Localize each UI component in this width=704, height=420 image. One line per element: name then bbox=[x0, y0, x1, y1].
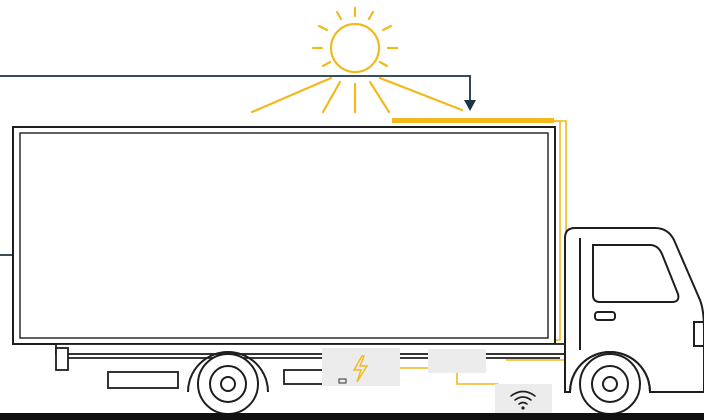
sun-long-rays bbox=[252, 78, 462, 112]
sun-icon bbox=[252, 8, 462, 112]
arrowhead-solar bbox=[464, 100, 476, 111]
controller-module bbox=[428, 349, 486, 373]
sun-short-rays bbox=[313, 8, 397, 66]
sun-disc bbox=[331, 24, 379, 72]
cargo-box bbox=[13, 127, 555, 344]
chassis-rail bbox=[56, 344, 568, 354]
rear-step bbox=[108, 372, 178, 388]
battery-module bbox=[322, 348, 400, 386]
wheel-rear bbox=[188, 352, 268, 414]
mid-skirt bbox=[284, 370, 326, 384]
callout-arrow-solar bbox=[0, 76, 476, 111]
truck-chassis bbox=[56, 344, 568, 388]
ground-line bbox=[0, 413, 704, 420]
solar-panel-icon bbox=[392, 118, 554, 123]
battery-module-box bbox=[322, 348, 400, 386]
rear-bumper bbox=[56, 348, 68, 370]
